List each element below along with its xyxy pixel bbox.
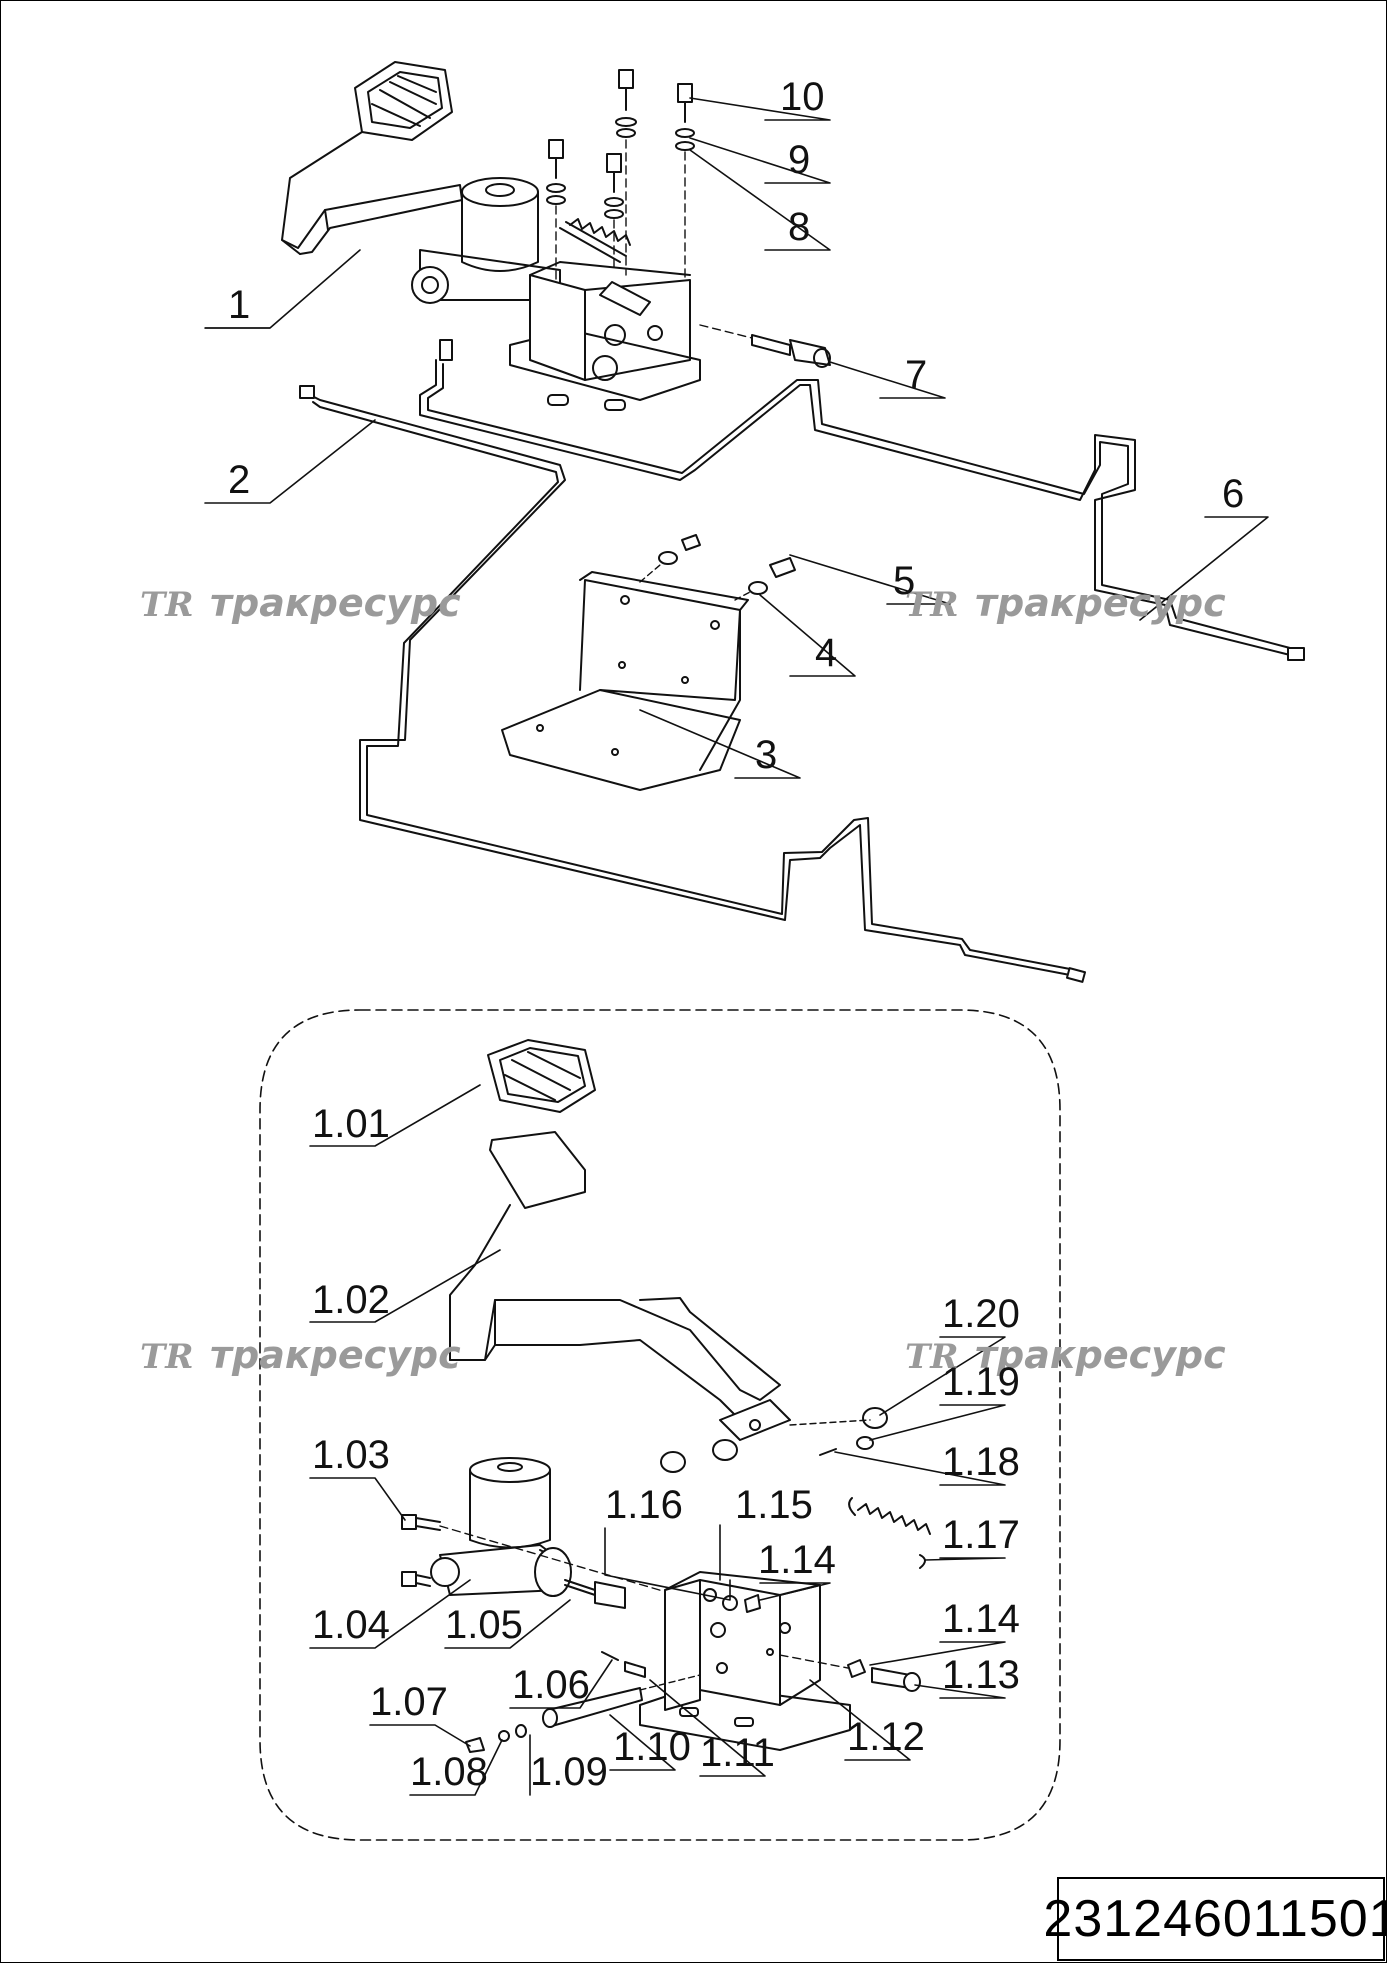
callout-10: 10 [780,75,825,119]
callout-1-10: 1.10 [613,1725,691,1769]
callout-1-12: 1.12 [847,1715,925,1759]
detail-lever-shape [449,1131,791,1461]
callout-1-13: 1.13 [942,1653,1020,1697]
detail-bracket-shape [639,1571,851,1751]
fittings-shape [639,534,796,601]
callout-2: 2 [228,458,250,502]
detail-cylinder-shape [430,1457,626,1609]
callout-1-11: 1.11 [700,1731,775,1775]
callout-1-15: 1.15 [735,1483,813,1527]
callout-8: 8 [788,205,810,249]
svg-text:TR: TR [140,585,194,625]
callout-1-02: 1.02 [312,1278,390,1322]
watermark-3: TR тракресурс [140,1333,461,1377]
svg-text:TR: TR [905,1337,959,1377]
detail-bushings-shape [660,1407,888,1473]
svg-text:TR: TR [140,1337,194,1377]
bracket-3-shape [501,571,749,791]
watermark-1: TR тракресурс [140,581,461,625]
callout-6: 6 [1222,472,1244,516]
callout-1-09: 1.09 [530,1750,608,1794]
callout-1-08: 1.08 [410,1750,488,1794]
detail-pedal-pad-shape [487,1039,596,1113]
watermark-2: TR тракресурс [905,581,1226,625]
callout-1-17: 1.17 [942,1513,1020,1557]
watermark-4: TR тракресурс [905,1333,1226,1377]
fasteners-shape [546,69,695,281]
brake-tube-2-shape [299,385,1087,983]
svg-text:тракресурс: тракресурс [975,581,1226,625]
callout-1-03: 1.03 [312,1433,390,1477]
master-cylinder-shape [411,177,561,361]
detail-bolts-shape [401,1514,681,1597]
callout-1-06: 1.06 [512,1663,590,1707]
svg-text:тракресурс: тракресурс [975,1333,1226,1377]
detail-pin-parts-shape [465,1651,701,1753]
pin-shape [699,324,831,368]
callout-1-07: 1.07 [370,1680,448,1724]
detail-side-bolt-shape [779,1654,921,1692]
callouts-detail: 1.01 1.02 1.03 1.04 1.05 1.06 1.07 1.08 … [312,1102,1020,1794]
callout-1-14a: 1.14 [758,1538,836,1582]
detail-boundary [259,1009,1061,1841]
callouts-main: 1 2 3 4 5 6 7 8 9 10 [228,75,1244,777]
pedal-lever-shape [281,131,463,255]
callout-1: 1 [228,283,250,327]
callout-7: 7 [905,353,927,397]
leader-lines [204,97,1269,1796]
callout-1-04: 1.04 [312,1603,390,1647]
bracket-assembly-shape [509,218,701,411]
pedal-pad-shape [354,61,453,141]
callout-1-18: 1.18 [942,1440,1020,1484]
svg-text:TR: TR [905,585,959,625]
callout-5: 5 [893,559,915,603]
callout-9: 9 [788,138,810,182]
document-number: 231246011501 [1043,1877,1387,1961]
detail-spring-shape [848,1497,931,1569]
callout-3: 3 [755,733,777,777]
callout-1-19: 1.19 [942,1360,1020,1404]
callout-1-01: 1.01 [312,1102,390,1146]
callout-4: 4 [815,631,837,675]
callout-1-16: 1.16 [605,1483,683,1527]
callout-1-20: 1.20 [942,1292,1020,1336]
callout-1-05: 1.05 [445,1603,523,1647]
svg-text:тракресурс: тракресурс [210,1333,461,1377]
callout-1-14b: 1.14 [942,1597,1020,1641]
svg-text:тракресурс: тракресурс [210,581,461,625]
brake-tube-6-shape [419,359,1305,661]
